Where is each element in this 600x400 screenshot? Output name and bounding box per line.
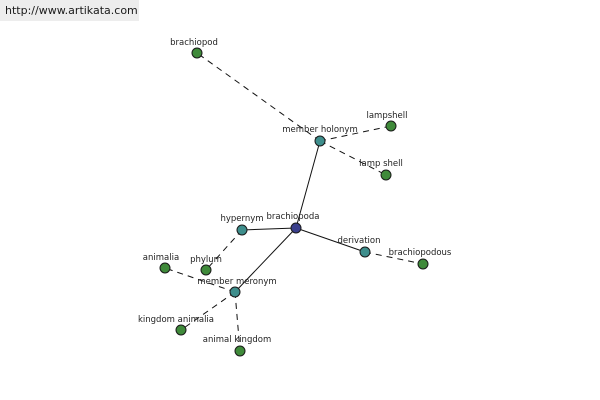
node-animalia[interactable]	[159, 262, 171, 274]
edge-member-meronym-to-kingdom-animalia	[180, 291, 236, 331]
edge-brachiopoda-to-derivation	[295, 227, 366, 253]
node-label-phylum[interactable]: phylum	[190, 255, 222, 265]
node-label-kingdom-animalia[interactable]: kingdom animalia	[138, 315, 214, 325]
node-label-member-meronym[interactable]: member meronym	[197, 277, 276, 287]
node-label-brachiopodous[interactable]: brachiopodous	[389, 248, 452, 258]
edge-member-meronym-to-animal-kingdom	[234, 291, 241, 352]
node-brachiopod[interactable]	[191, 47, 203, 59]
edge-derivation-to-brachiopodous	[364, 251, 424, 265]
edge-member-holonym-to-lamp-shell	[319, 140, 387, 176]
labels-layer: brachiopoda member holonym hypernym derivat…	[138, 38, 452, 345]
edge-brachiopoda-to-member-meronym	[234, 227, 297, 293]
node-label-hypernym[interactable]: hypernym	[220, 214, 263, 224]
edge-brachiopoda-to-hypernym	[241, 227, 297, 231]
node-label-brachiopoda[interactable]: brachiopoda	[267, 212, 320, 222]
node-member-holonym[interactable]	[314, 135, 326, 147]
node-phylum[interactable]	[200, 264, 212, 276]
edge-member-meronym-to-animalia	[164, 267, 236, 293]
edge-hypernym-to-phylum	[205, 229, 243, 271]
node-derivation[interactable]	[359, 246, 371, 258]
node-lampshell[interactable]	[385, 120, 397, 132]
edge-member-holonym-to-brachiopod	[196, 52, 321, 142]
node-lamp-shell[interactable]	[380, 169, 392, 181]
node-brachiopodous[interactable]	[417, 258, 429, 270]
node-label-animalia[interactable]: animalia	[143, 253, 179, 263]
node-member-meronym[interactable]	[229, 286, 241, 298]
edge-brachiopoda-to-member-holonym	[295, 140, 321, 229]
node-label-brachiopod[interactable]: brachiopod	[170, 38, 218, 48]
node-animal-kingdom[interactable]	[234, 345, 246, 357]
node-label-lamp-shell[interactable]: lamp shell	[359, 159, 403, 169]
node-kingdom-animalia[interactable]	[175, 324, 187, 336]
node-label-lampshell[interactable]: lampshell	[366, 111, 407, 121]
node-label-animal-kingdom[interactable]: animal kingdom	[203, 335, 271, 345]
node-label-member-holonym[interactable]: member holonym	[282, 125, 357, 135]
source-url-banner[interactable]: http://www.artikata.com	[0, 0, 139, 21]
edges-layer	[164, 52, 424, 352]
node-hypernym[interactable]	[236, 224, 248, 236]
edge-member-holonym-to-lampshell	[319, 125, 392, 142]
node-label-derivation[interactable]: derivation	[337, 236, 380, 246]
node-brachiopoda[interactable]	[290, 222, 302, 234]
nodes-layer	[159, 47, 429, 357]
